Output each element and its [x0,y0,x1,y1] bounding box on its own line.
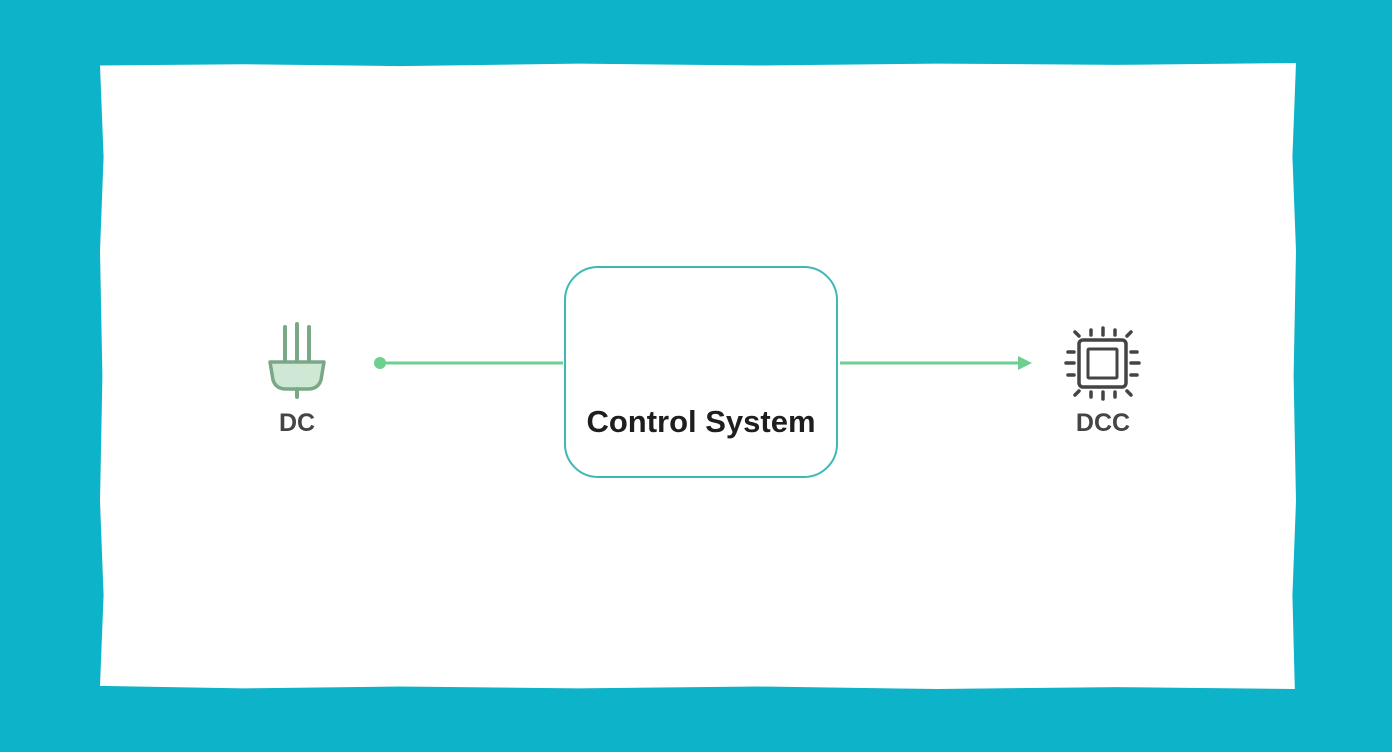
control-system-node: Control System [564,266,838,478]
dcc-label: DCC [1075,409,1131,437]
connector-right [840,356,1032,370]
chip-icon [1064,326,1141,401]
connector-left [374,357,563,369]
plug-icon [268,322,326,399]
control-system-label: Control System [586,404,816,439]
dc-label: DC [278,409,316,437]
